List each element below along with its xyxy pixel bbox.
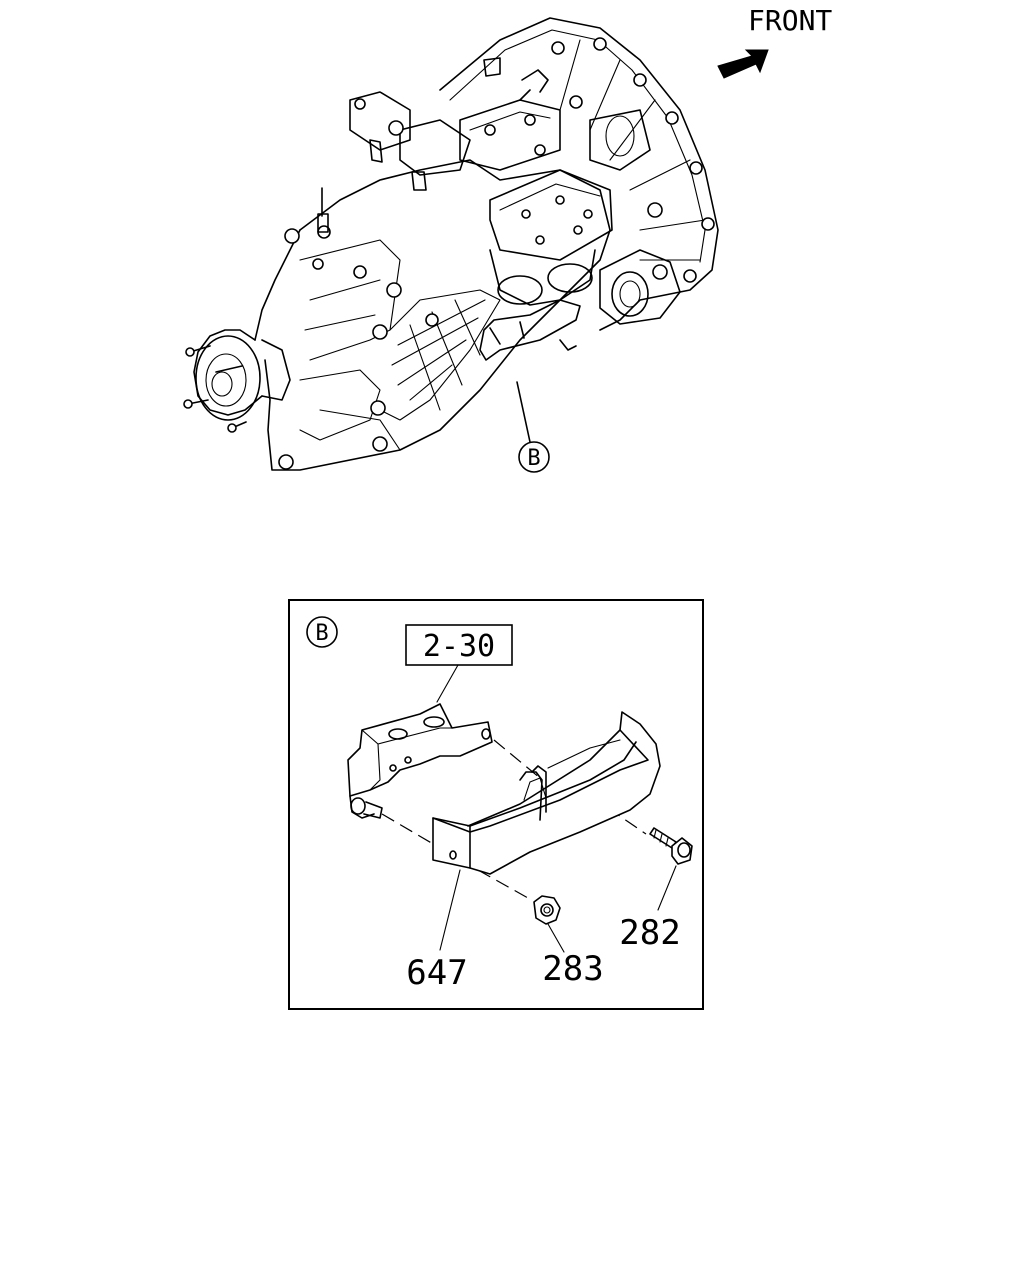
part-number-283: 283 bbox=[542, 949, 603, 989]
reference-box bbox=[405, 624, 513, 666]
alignment-line-lower bbox=[381, 813, 441, 849]
part-number-647: 647 bbox=[406, 953, 467, 993]
view-marker-label: B bbox=[527, 446, 540, 471]
mounting-bracket bbox=[347, 703, 493, 819]
transmission-assembly bbox=[183, 17, 719, 471]
detail-marker-label: B bbox=[315, 621, 328, 646]
leader-282 bbox=[657, 865, 677, 911]
detail-b-frame bbox=[288, 599, 704, 1010]
detail-marker-circle bbox=[306, 616, 338, 648]
nut-part-283 bbox=[533, 895, 561, 925]
leader-283 bbox=[547, 923, 565, 953]
part-number-282: 282 bbox=[619, 913, 680, 953]
reference-label: 2-30 bbox=[423, 629, 495, 664]
alignment-line-nut bbox=[477, 869, 529, 899]
front-label: FRONT bbox=[748, 4, 832, 37]
view-marker-circle bbox=[518, 441, 550, 473]
front-arrow-icon bbox=[717, 49, 769, 79]
cover-part-647 bbox=[432, 711, 661, 875]
leader-line-view-b bbox=[516, 381, 531, 443]
bolt-part-282 bbox=[649, 827, 693, 865]
reference-leader bbox=[436, 664, 459, 703]
leader-647 bbox=[439, 869, 461, 951]
